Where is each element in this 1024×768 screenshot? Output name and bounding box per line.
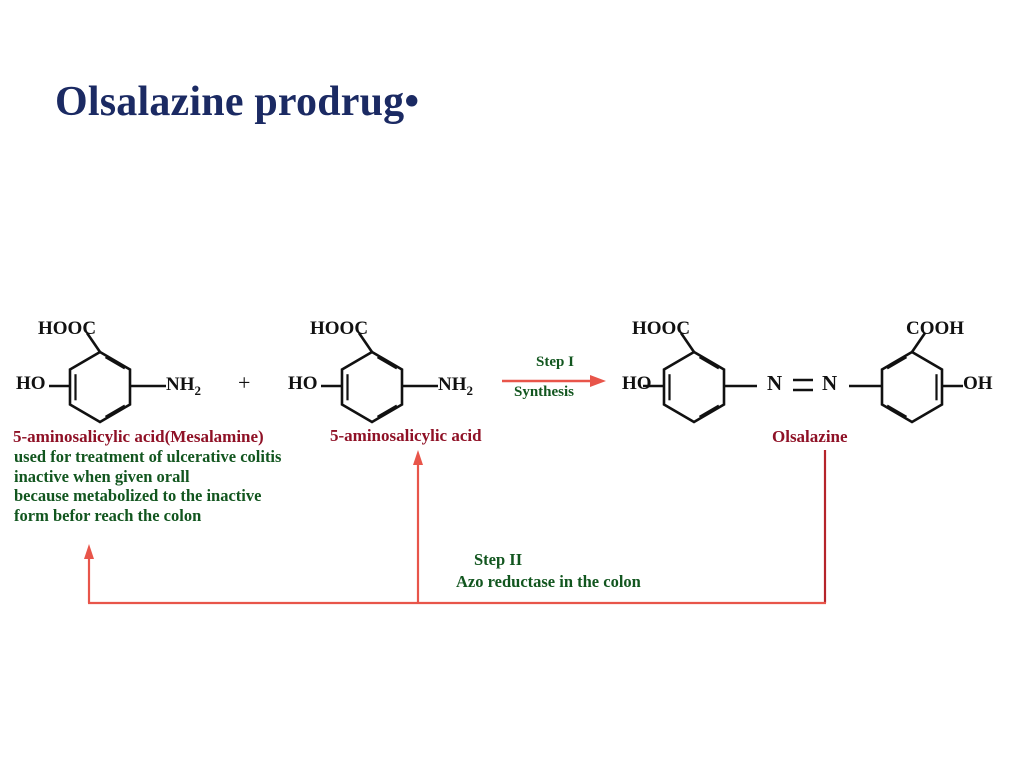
description-line-2: inactive when given orall [14,466,190,486]
step-2-description: Azo reductase in the colon [456,572,641,591]
step-2-label: Step II [474,550,523,569]
nh2-text: NH [166,374,195,395]
description-line-3: because metabolized to the inactive [14,486,262,505]
step-1-arrow [502,375,606,387]
description-line-4: form befor reach the colon [14,505,202,525]
step-1-label: Step I [536,354,574,370]
molecule-olsalazine [643,332,963,424]
label-hooc-mol1: HOOC [38,318,97,339]
step-2-block: Step II Azo reductase in the colon [456,549,641,593]
nh2-subscript-2: 2 [466,382,474,398]
mesalamine-description: used for treatment of ulcerative colitis… [14,447,281,525]
label-hooc-product-left: HOOC [632,318,691,339]
label-azo-n-right: N [822,371,838,395]
caption-product: Olsalazine [772,427,848,446]
label-ho-mol2: HO [288,373,318,394]
molecule-mesalamine-1 [49,332,166,424]
molecule-mesalamine-2 [321,332,438,424]
nh2-text-2: NH [438,374,467,395]
step-1-description: Synthesis [514,384,575,400]
label-ho-product-left: HO [622,373,652,394]
label-oh-product-right: OH [963,373,993,394]
label-hooc-mol2: HOOC [310,318,369,339]
page-title: Olsalazine prodrug• [55,79,420,125]
label-nh2-mol2: NH2 [438,374,473,399]
description-line-1: used for treatment of ulcerative colitis [14,447,282,466]
caption-reactant-2: 5-aminosalicylic acid [330,426,482,445]
feedback-path-step-2 [84,450,827,605]
label-azo-n-left: N [767,371,783,395]
plus-sign: + [238,370,251,395]
nh2-subscript: 2 [194,382,202,398]
caption-reactant-1: 5-aminosalicylic acid(Mesalamine) [13,427,264,446]
label-ho-mol1: HO [16,373,46,394]
label-nh2-mol1: NH2 [166,374,201,399]
label-cooh-product-right: COOH [906,318,965,339]
